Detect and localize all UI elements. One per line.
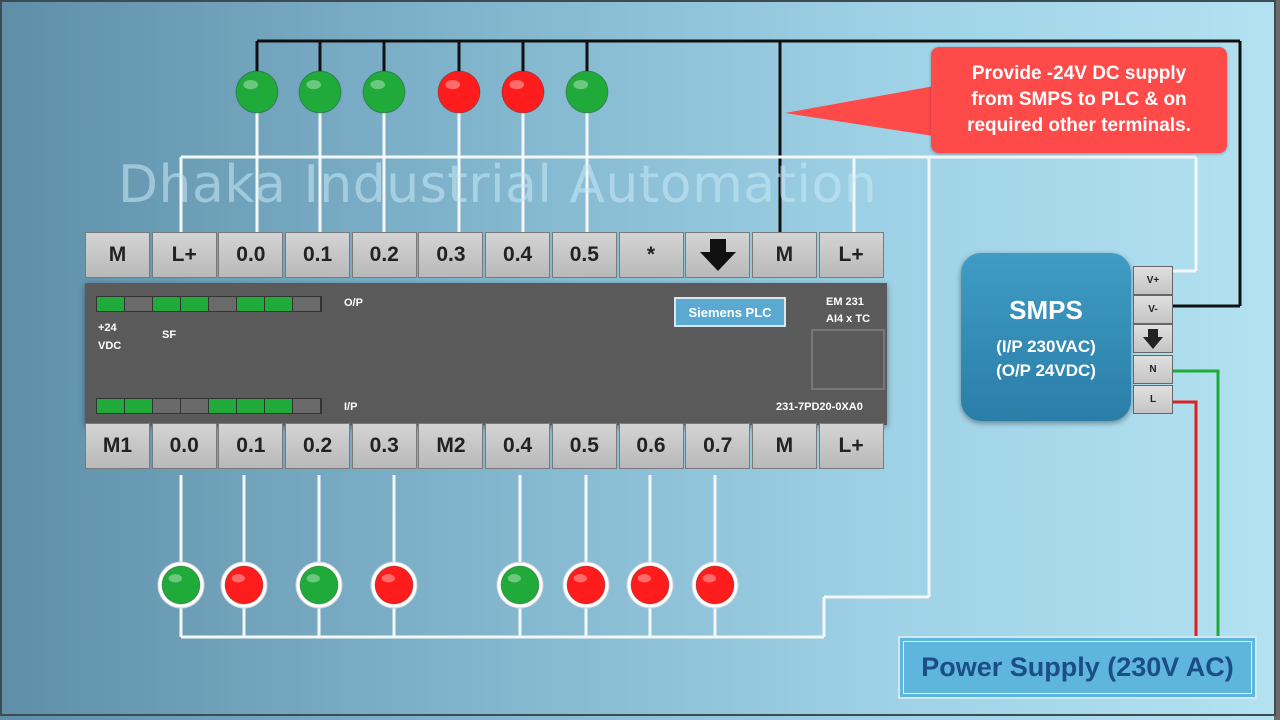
smps-input-rating: (I/P 230VAC) bbox=[996, 337, 1096, 356]
bottom-terminal-5: M2 bbox=[418, 423, 484, 469]
input-led-bar bbox=[96, 398, 322, 414]
smps-terminal-vminus: V- bbox=[1133, 295, 1173, 324]
output-lamp-5 bbox=[565, 70, 609, 114]
output-led-6 bbox=[265, 297, 293, 311]
input-lamp-6 bbox=[626, 561, 674, 609]
input-lamp-3 bbox=[370, 561, 418, 609]
bottom-terminal-7: 0.5 bbox=[551, 423, 617, 469]
right-edge-strip bbox=[1274, 0, 1280, 720]
top-terminal-0: M bbox=[85, 232, 150, 278]
top-terminal-3: 0.1 bbox=[285, 232, 351, 278]
input-led-0 bbox=[97, 399, 125, 413]
top-terminal-6: 0.4 bbox=[485, 232, 551, 278]
live-wire bbox=[1172, 400, 1198, 637]
output-lamps bbox=[235, 70, 609, 114]
output-lamp-1 bbox=[298, 70, 342, 114]
top-terminal-2: 0.0 bbox=[218, 232, 284, 278]
ground-arrow-icon bbox=[1143, 328, 1163, 349]
callout-line-2: from SMPS to PLC & on bbox=[971, 89, 1187, 110]
smps-terminal-ground bbox=[1133, 324, 1173, 353]
neutral-wire bbox=[1172, 369, 1220, 637]
output-led-0 bbox=[97, 297, 125, 311]
sf-label: SF bbox=[162, 329, 177, 341]
output-lamp-2 bbox=[362, 70, 406, 114]
smps-terminal-n: N bbox=[1133, 355, 1173, 384]
siemens-plc-badge: Siemens PLC bbox=[674, 297, 786, 327]
output-lamp-4 bbox=[501, 70, 545, 114]
input-lamp-4 bbox=[496, 561, 544, 609]
input-led-3 bbox=[181, 399, 209, 413]
smps-terminal-l: L bbox=[1133, 385, 1173, 414]
output-lamp-0 bbox=[235, 70, 279, 114]
output-led-5 bbox=[237, 297, 265, 311]
output-led-7 bbox=[293, 297, 321, 311]
bottom-terminal-2: 0.1 bbox=[218, 423, 284, 469]
bottom-terminal-11: L+ bbox=[818, 423, 884, 469]
supply-label-1: +24 bbox=[98, 322, 117, 334]
module-label-1: EM 231 bbox=[826, 296, 864, 308]
smps-output-rating: (O/P 24VDC) bbox=[996, 361, 1096, 380]
callout-line-1: Provide -24V DC supply bbox=[971, 63, 1187, 84]
top-terminal-1: L+ bbox=[151, 232, 217, 278]
output-led-3 bbox=[181, 297, 209, 311]
bottom-terminal-10: M bbox=[751, 423, 817, 469]
input-led-1 bbox=[125, 399, 153, 413]
input-lamp-7 bbox=[691, 561, 739, 609]
part-number: 231-7PD20-0XA0 bbox=[776, 401, 863, 413]
expansion-module-box bbox=[811, 329, 885, 390]
callout-line-3: required other terminals. bbox=[967, 115, 1191, 136]
top-terminal-arrow bbox=[685, 232, 751, 278]
output-led-2 bbox=[153, 297, 181, 311]
bottom-terminal-4: 0.3 bbox=[351, 423, 417, 469]
bottom-terminal-6: 0.4 bbox=[485, 423, 551, 469]
top-terminal-7: 0.5 bbox=[551, 232, 617, 278]
output-led-bar bbox=[96, 296, 322, 312]
input-led-6 bbox=[265, 399, 293, 413]
smps-title: SMPS bbox=[1009, 295, 1083, 325]
bottom-terminal-3: 0.2 bbox=[285, 423, 351, 469]
down-arrow-icon bbox=[699, 239, 736, 271]
supply-label-2: VDC bbox=[98, 340, 122, 352]
output-common-bus bbox=[255, 39, 1242, 308]
smps-unit: SMPS (I/P 230VAC) (O/P 24VDC) bbox=[961, 253, 1131, 421]
ip-label: I/P bbox=[344, 401, 358, 413]
output-lamp-3 bbox=[437, 70, 481, 114]
input-lamp-2 bbox=[295, 561, 343, 609]
input-lamps bbox=[157, 561, 739, 609]
white-wiring bbox=[179, 92, 1198, 639]
bottom-terminal-0: M1 bbox=[85, 423, 150, 469]
input-led-7 bbox=[293, 399, 321, 413]
bottom-terminal-9: 0.7 bbox=[685, 423, 751, 469]
callout-pointer bbox=[785, 85, 940, 137]
input-led-4 bbox=[209, 399, 237, 413]
power-supply-label: Power Supply (230V AC) bbox=[921, 652, 1234, 682]
input-led-5 bbox=[237, 399, 265, 413]
bottom-terminal-8: 0.6 bbox=[618, 423, 684, 469]
op-label: O/P bbox=[344, 297, 363, 309]
power-supply-inner-border bbox=[903, 641, 1252, 694]
top-terminal-8: * bbox=[618, 232, 684, 278]
top-terminal-4: 0.2 bbox=[351, 232, 417, 278]
supply-callout: Provide -24V DC supply from SMPS to PLC … bbox=[931, 47, 1227, 153]
input-lamp-5 bbox=[562, 561, 610, 609]
watermark-text: Dhaka Industrial Automation bbox=[118, 155, 878, 215]
input-lamp-1 bbox=[220, 561, 268, 609]
output-led-4 bbox=[209, 297, 237, 311]
bottom-terminal-1: 0.0 bbox=[151, 423, 217, 469]
smps-terminal-vplus: V+ bbox=[1133, 266, 1173, 295]
input-led-2 bbox=[153, 399, 181, 413]
top-terminal-11: L+ bbox=[818, 232, 884, 278]
input-lamp-0 bbox=[157, 561, 205, 609]
module-label-2: AI4 x TC bbox=[826, 313, 871, 325]
power-supply-box: Power Supply (230V AC) bbox=[898, 636, 1257, 699]
output-led-1 bbox=[125, 297, 153, 311]
top-terminal-10: M bbox=[751, 232, 817, 278]
top-terminal-5: 0.3 bbox=[418, 232, 484, 278]
